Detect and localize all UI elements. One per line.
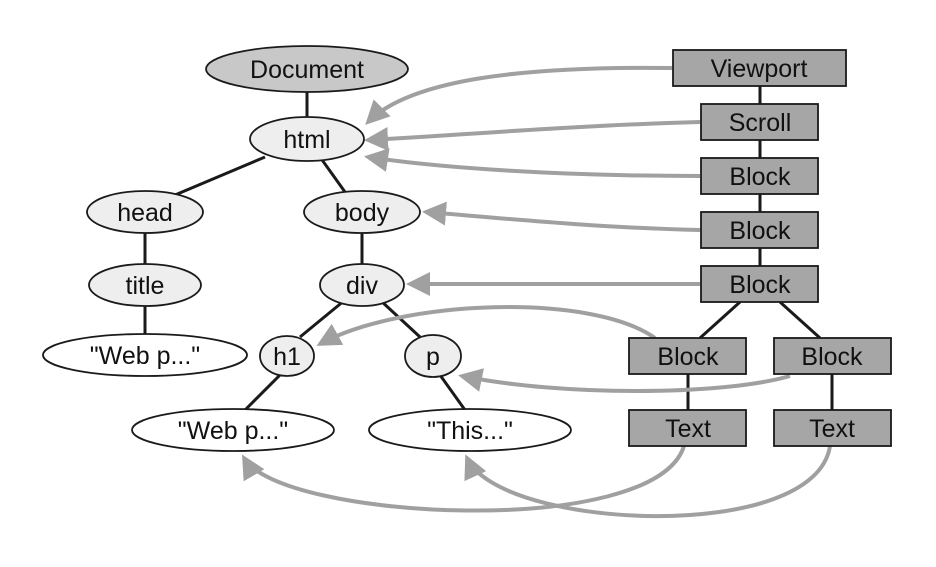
edge-div-h1 bbox=[299, 298, 346, 339]
box-scroll-shape bbox=[700, 103, 819, 141]
arrow-viewport-to-html bbox=[365, 65, 673, 125]
box-block-body: Block bbox=[700, 211, 819, 249]
node-head-label: head bbox=[117, 199, 173, 227]
arrow-block-to-html bbox=[364, 148, 701, 178]
box-block-p: Block bbox=[773, 337, 892, 375]
dom-tree-edges bbox=[143, 90, 467, 412]
node-div: div bbox=[319, 263, 405, 307]
node-document: Document bbox=[205, 45, 409, 93]
node-p-text-shape bbox=[368, 408, 572, 452]
node-p-shape bbox=[404, 334, 462, 378]
box-block-h1: Block bbox=[628, 337, 747, 375]
box-text-h1-label: Text bbox=[665, 415, 711, 443]
box-viewport-shape bbox=[672, 49, 847, 87]
edge-block-div-block-p bbox=[778, 300, 822, 340]
node-title-text-label: "Web p..." bbox=[90, 342, 200, 370]
box-block-body-label: Block bbox=[729, 217, 791, 245]
box-block-h1-shape bbox=[628, 337, 747, 375]
node-div-shape bbox=[319, 263, 405, 307]
edge-block-div-block-h1 bbox=[698, 300, 742, 340]
arrow-text-to-p-text bbox=[464, 445, 832, 519]
reference-arrows bbox=[241, 65, 832, 519]
render-tree-edges bbox=[686, 86, 834, 410]
node-h1-text: "Web p..." bbox=[131, 408, 335, 452]
node-h1-text-shape bbox=[131, 408, 335, 452]
box-text-h1-shape bbox=[628, 409, 747, 447]
arrow-block-to-h1 bbox=[316, 305, 657, 346]
arrow-text-to-h1-text bbox=[241, 445, 686, 513]
arrow-block-to-p bbox=[458, 368, 791, 393]
node-body: body bbox=[303, 190, 421, 234]
node-title-shape bbox=[88, 263, 202, 307]
box-block-div-shape bbox=[700, 265, 819, 303]
box-text-p-label: Text bbox=[809, 415, 855, 443]
node-body-shape bbox=[303, 190, 421, 234]
box-text-p: Text bbox=[773, 409, 892, 447]
node-title-text: "Web p..." bbox=[42, 333, 248, 377]
node-div-label: div bbox=[346, 272, 378, 300]
render-tree-nodes: Viewport Scroll Block Block Block Block … bbox=[628, 49, 892, 447]
node-html-label: html bbox=[283, 126, 330, 154]
edge-h1-text bbox=[243, 373, 282, 412]
box-block-body-shape bbox=[700, 211, 819, 249]
node-title: title bbox=[88, 263, 202, 307]
node-h1-shape bbox=[259, 335, 315, 377]
node-p-text: "This..." bbox=[368, 408, 572, 452]
box-text-p-shape bbox=[773, 409, 892, 447]
box-block-p-label: Block bbox=[801, 343, 863, 371]
node-h1: h1 bbox=[259, 335, 315, 377]
box-block-html: Block bbox=[700, 157, 819, 195]
box-viewport-label: Viewport bbox=[711, 55, 808, 83]
node-body-label: body bbox=[335, 199, 390, 227]
box-scroll-label: Scroll bbox=[729, 109, 792, 137]
box-block-p-shape bbox=[773, 337, 892, 375]
node-h1-text-label: "Web p..." bbox=[178, 417, 288, 445]
arrow-scroll-to-html bbox=[364, 120, 701, 152]
node-head: head bbox=[86, 190, 204, 234]
node-p: p bbox=[404, 334, 462, 378]
edge-html-body bbox=[318, 156, 347, 193]
arrow-block-to-body bbox=[422, 201, 701, 232]
node-p-text-label: "This..." bbox=[427, 417, 513, 445]
node-title-label: title bbox=[126, 272, 165, 300]
box-block-div: Block bbox=[700, 265, 819, 303]
box-block-html-shape bbox=[700, 157, 819, 195]
node-head-shape bbox=[86, 190, 204, 234]
node-html: html bbox=[249, 116, 365, 162]
edge-html-head bbox=[174, 155, 266, 197]
node-document-shape bbox=[205, 45, 409, 93]
node-h1-label: h1 bbox=[273, 343, 301, 371]
node-p-label: p bbox=[426, 343, 440, 371]
edge-p-text bbox=[438, 374, 467, 411]
box-block-div-label: Block bbox=[729, 271, 791, 299]
node-title-text-shape bbox=[42, 333, 248, 377]
dom-tree-nodes: Document html head body title div "Web p… bbox=[42, 45, 572, 452]
node-document-label: Document bbox=[250, 56, 364, 84]
box-block-html-label: Block bbox=[729, 163, 791, 191]
box-block-h1-label: Block bbox=[657, 343, 719, 371]
node-html-shape bbox=[249, 116, 365, 162]
box-viewport: Viewport bbox=[672, 49, 847, 87]
box-text-h1: Text bbox=[628, 409, 747, 447]
box-scroll: Scroll bbox=[700, 103, 819, 141]
